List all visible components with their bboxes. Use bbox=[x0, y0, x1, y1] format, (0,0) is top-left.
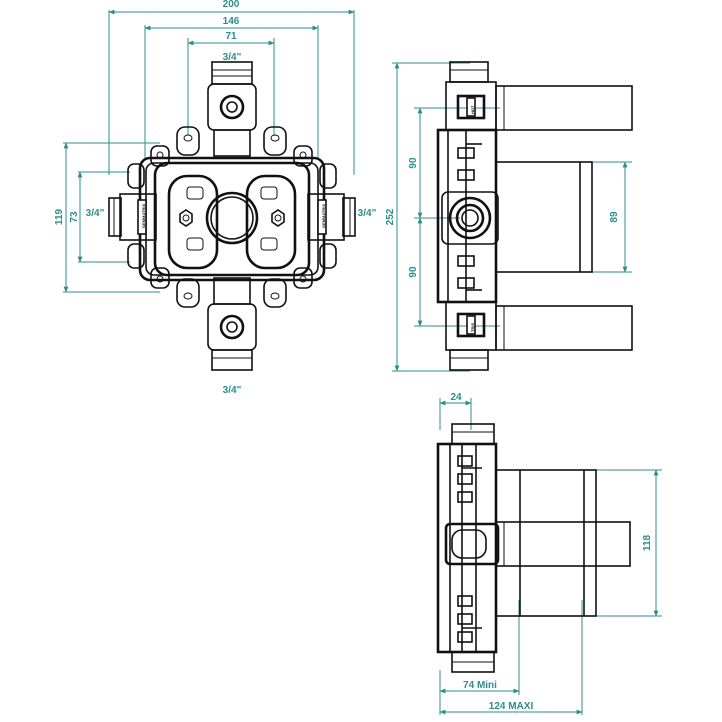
bottom-view: 24 118 74 Mini 124 MAXI bbox=[436, 392, 662, 715]
bottom-top-stub bbox=[451, 423, 495, 445]
side-dim-252: 252 bbox=[385, 62, 470, 372]
dim-label-124-maxi: 124 MAXI bbox=[489, 701, 534, 712]
bottom-dim-124: 124 MAXI bbox=[439, 600, 583, 715]
front-dim-146: 146 bbox=[144, 16, 319, 160]
port-label-left: 3/4" bbox=[86, 208, 105, 219]
left-connector: GEMMATRIX bbox=[108, 193, 157, 241]
dim-label-89: 89 bbox=[609, 211, 620, 223]
front-dim-73: 73 bbox=[69, 171, 130, 263]
svg-text:GEMMATRIX: GEMMATRIX bbox=[321, 204, 326, 228]
valve-label-bottom: TRIS bbox=[470, 323, 475, 332]
dim-label-200: 200 bbox=[223, 0, 240, 10]
side-bottom-valve: TRIS bbox=[445, 301, 633, 371]
port-label-right: 3/4" bbox=[358, 208, 377, 219]
side-center-port bbox=[441, 191, 499, 245]
front-dim-119: 119 bbox=[54, 142, 160, 293]
side-dim-90: 90 90 bbox=[408, 107, 500, 327]
side-body bbox=[495, 161, 593, 273]
svg-text:GEMMATRIX: GEMMATRIX bbox=[141, 204, 146, 228]
dim-label-146: 146 bbox=[223, 16, 240, 27]
bottom-dim-118: 118 bbox=[596, 469, 662, 617]
dim-label-90-upper: 90 bbox=[408, 157, 419, 169]
bottom-body bbox=[495, 469, 597, 617]
top-pipe bbox=[207, 61, 257, 157]
dim-label-73: 73 bbox=[69, 211, 80, 223]
dim-label-252: 252 bbox=[385, 208, 396, 225]
mounting-ears bbox=[127, 126, 337, 308]
dim-label-74-mini: 74 Mini bbox=[463, 680, 497, 691]
bottom-handle bbox=[495, 521, 631, 567]
side-view: 252 90 90 89 bbox=[385, 61, 633, 372]
side-frame bbox=[436, 128, 498, 304]
side-clips bbox=[457, 143, 482, 291]
inner-openings bbox=[167, 174, 297, 270]
front-dim-71: 71 bbox=[187, 31, 275, 135]
right-connector: GEMMATRIX bbox=[307, 193, 356, 241]
dim-label-71: 71 bbox=[225, 31, 237, 42]
side-dim-89: 89 bbox=[590, 161, 632, 273]
bottom-clips bbox=[457, 455, 482, 643]
front-dim-200: 200 bbox=[108, 0, 355, 175]
front-view: 200 146 71 119 73 3/4" 3/4" 3/4" bbox=[54, 0, 377, 396]
dim-label-118: 118 bbox=[642, 534, 653, 551]
dim-label-119: 119 bbox=[54, 208, 65, 225]
bottom-center-nut bbox=[444, 522, 500, 566]
valve-label-top: HOT bbox=[470, 105, 475, 114]
dim-label-90-lower: 90 bbox=[408, 266, 419, 278]
main-box bbox=[138, 156, 326, 282]
bottom-pipe bbox=[207, 277, 257, 371]
side-top-valve: HOT bbox=[445, 61, 633, 131]
port-label-top: 3/4" bbox=[223, 52, 242, 63]
port-label-bottom: 3/4" bbox=[223, 385, 242, 396]
dim-label-24: 24 bbox=[450, 392, 462, 403]
